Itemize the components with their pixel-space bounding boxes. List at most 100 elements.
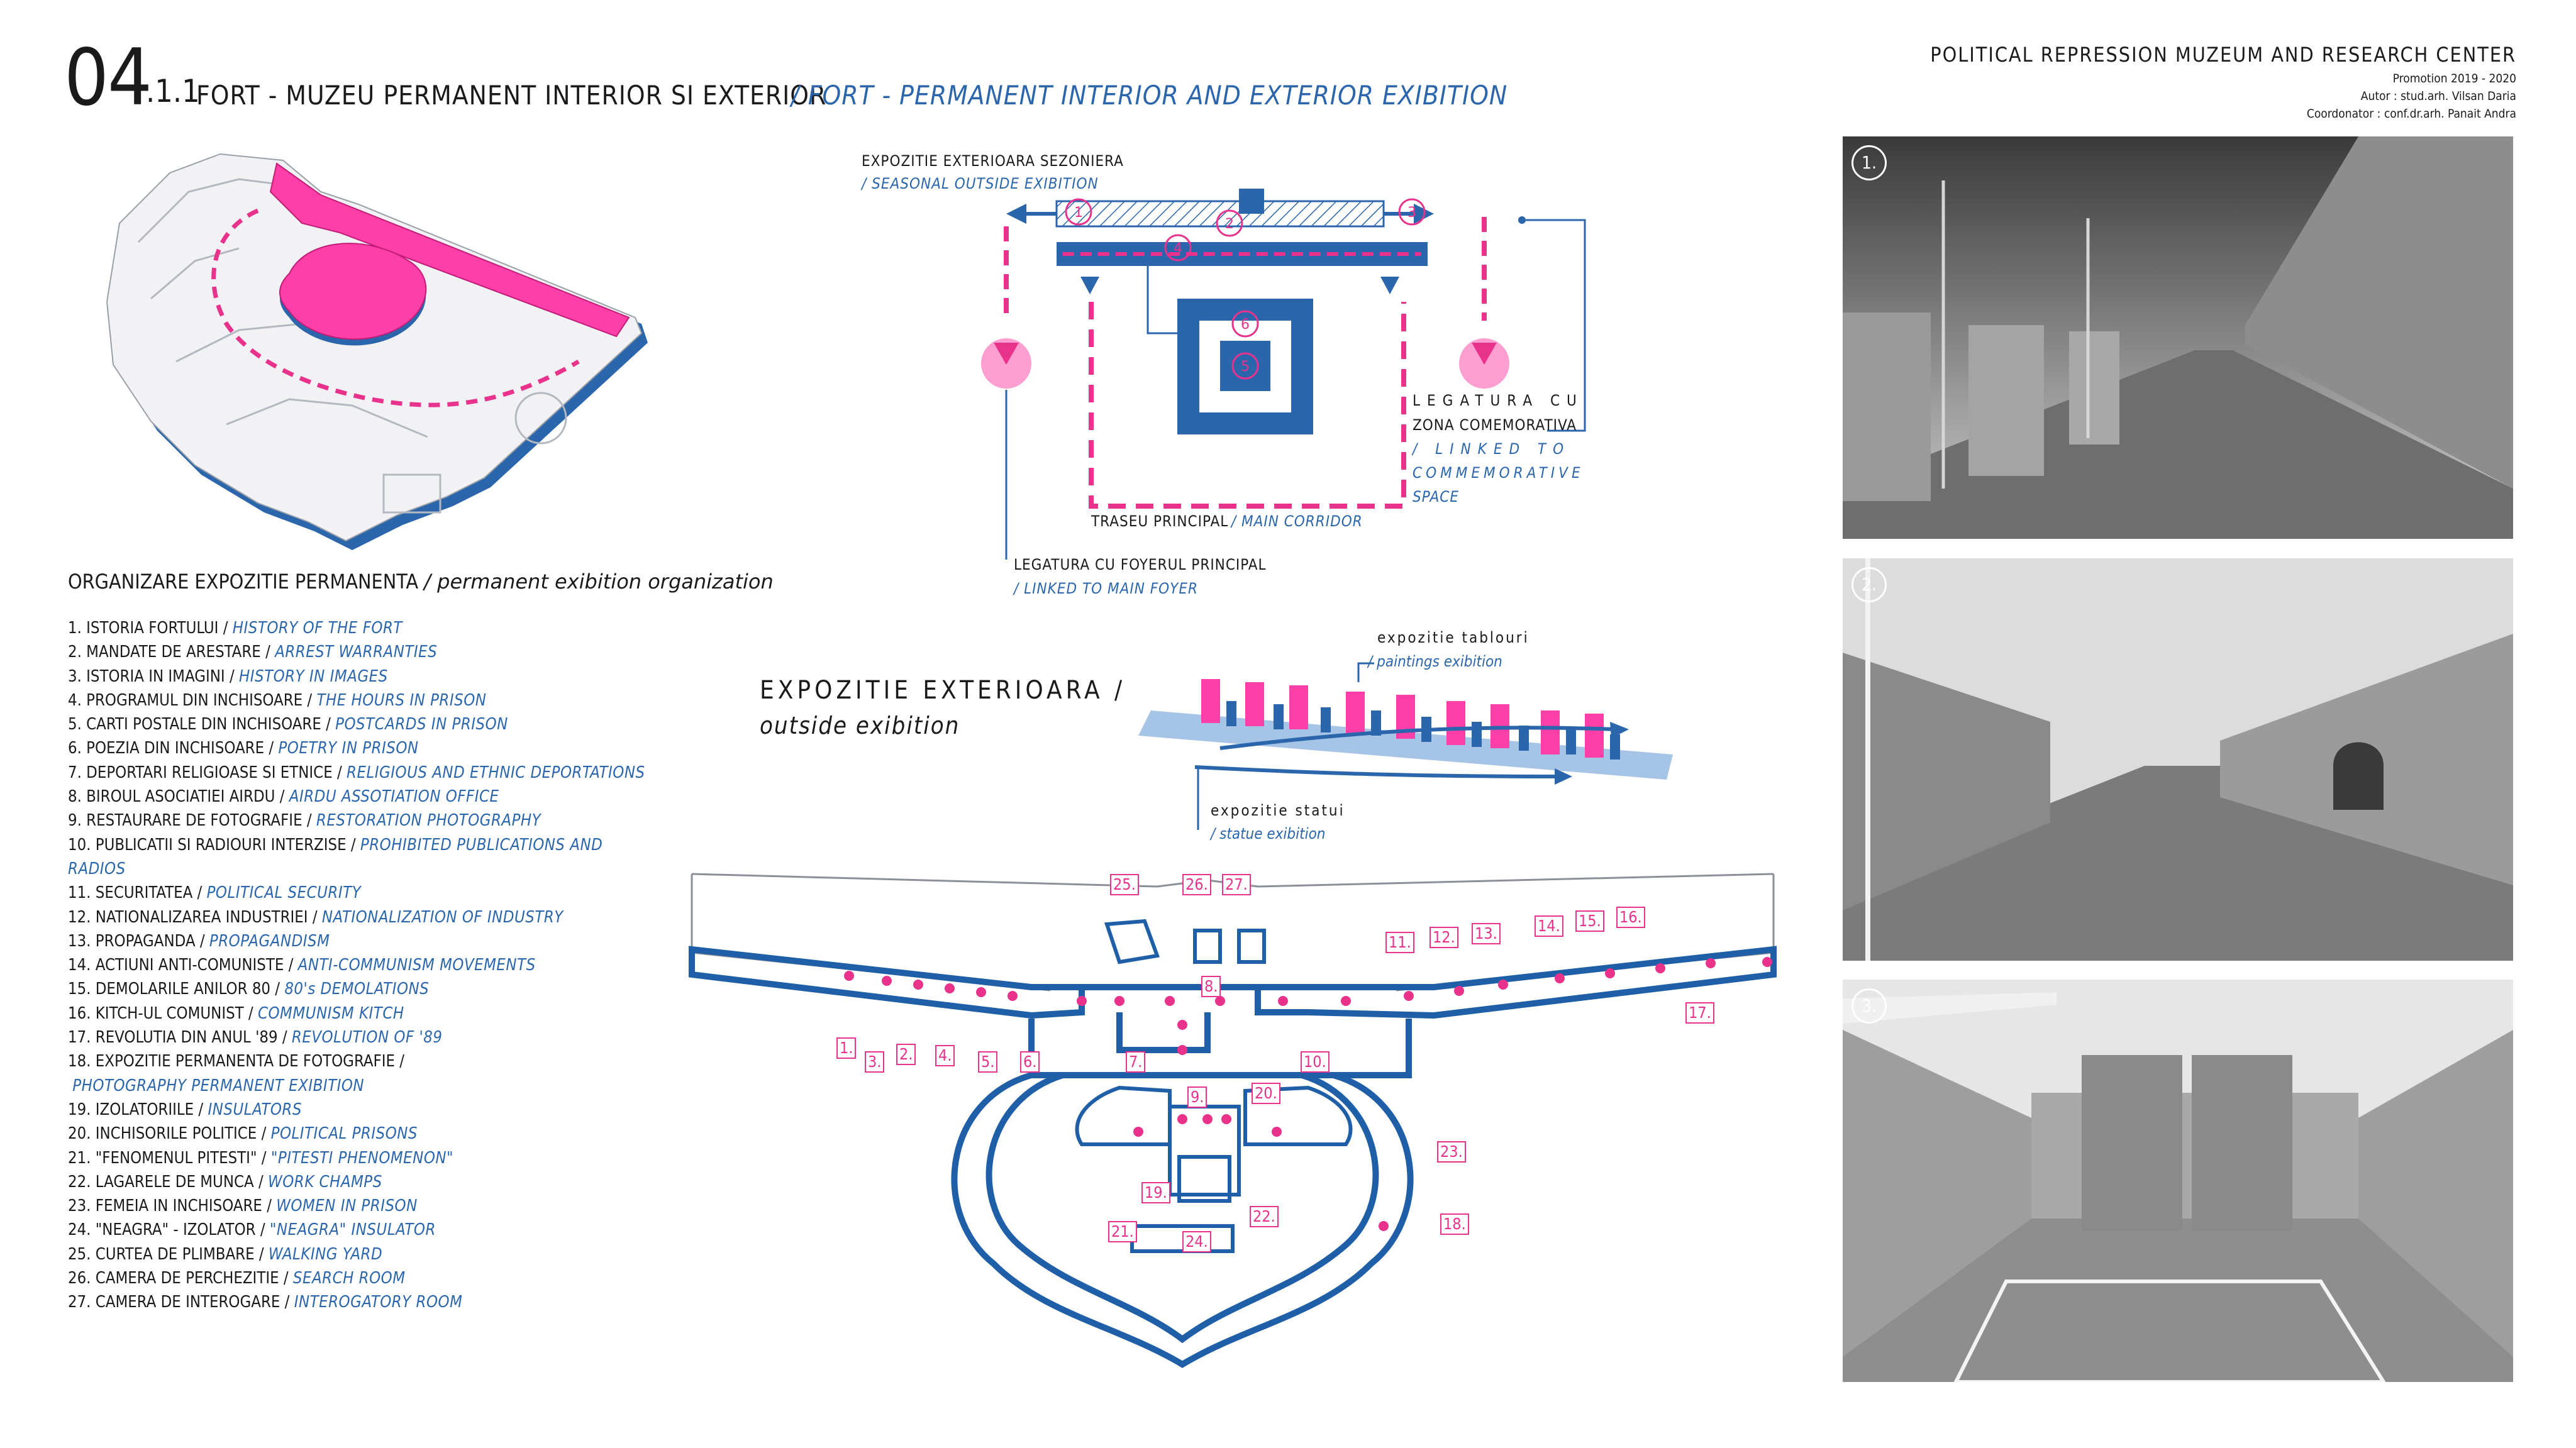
outside-title-en: outside exibition <box>760 712 960 739</box>
list-item: 4. PROGRAMUL DIN INCHISOARE / THE HOURS … <box>68 690 487 710</box>
seasonal-label-en: / SEASONAL OUTSIDE EXIBITION <box>862 175 1099 192</box>
list-item: 17. REVOLUTIA DIN ANUL '89 / REVOLUTION … <box>68 1028 443 1047</box>
list-item: 23. FEMEIA IN INCHISOARE / WOMEN IN PRIS… <box>68 1197 418 1216</box>
list-item: 8. BIROUL ASOCIATIEI AIRDU / AIRDU ASSOT… <box>68 787 499 807</box>
list-item: 10. PUBLICATII SI RADIOURI INTERZISE / P… <box>68 835 603 878</box>
circle-label: 3 <box>1407 205 1416 221</box>
list-item: 13. PROPAGANDA / PROPAGANDISM <box>68 931 330 951</box>
outside-exhibition-diagram <box>1138 662 1673 830</box>
list-item: 3. ISTORIA IN IMAGINI / HISTORY IN IMAGE… <box>68 666 388 686</box>
memorial-label-en-2: COMMEMORATIVE <box>1413 464 1584 482</box>
statues-label-en: / statue exibition <box>1211 825 1326 843</box>
foyer-label-ro: LEGATURA CU FOYERUL PRINCIPAL <box>1014 556 1267 573</box>
floor-plan <box>689 873 1777 1368</box>
plan-label: 23. <box>1437 1141 1466 1163</box>
plan-label: 1. <box>836 1037 857 1059</box>
circle-label: 5 <box>1241 359 1250 375</box>
list-item: 7. DEPORTARI RELIGIOASE SI ETNICE / RELI… <box>68 763 645 782</box>
list-item: 11. SECURITATEA / POLITICAL SECURITY <box>68 883 362 903</box>
render-photo-3: 3. <box>1843 980 2513 1382</box>
plan-label: 13. <box>1472 923 1501 944</box>
photo-number: 3. <box>1852 988 1887 1024</box>
exhibit-list: 1. ISTORIA FORTULUI / HISTORY OF THE FOR… <box>68 616 653 1315</box>
list-item: 27. CAMERA DE INTEROGARE / INTEROGATORY … <box>68 1293 463 1312</box>
list-item: 18. EXPOZITIE PERMANENTA DE FOTOGRAFIE /… <box>68 1052 405 1095</box>
plan-label: 22. <box>1250 1206 1279 1227</box>
axonometric-view <box>106 153 648 550</box>
plan-label: 17. <box>1685 1002 1714 1024</box>
plan-label: 25. <box>1110 874 1139 895</box>
plan-label: 18. <box>1440 1213 1469 1235</box>
plan-label: 26. <box>1182 874 1211 895</box>
organization-title-en: / permanent exibition organization <box>424 570 774 594</box>
list-item: 16. KITCH-UL COMUNIST / COMMUNISM KITCH <box>68 1003 404 1023</box>
paintings-label-en: / paintings exibition <box>1368 653 1502 670</box>
plan-label: 15. <box>1575 910 1604 932</box>
seasonal-label-ro: EXPOZITIE EXTERIOARA SEZONIERA <box>862 152 1124 170</box>
promotion-text: Promotion 2019 - 2020 <box>2392 72 2516 86</box>
foyer-label-en: / LINKED TO MAIN FOYER <box>1014 580 1198 597</box>
render-photo-2: 2. <box>1843 558 2513 961</box>
photo-number: 1. <box>1852 145 1887 180</box>
project-title: POLITICAL REPRESSION MUZEUM AND RESEARCH… <box>1930 43 2516 67</box>
list-item: 1. ISTORIA FORTULUI / HISTORY OF THE FOR… <box>68 619 402 638</box>
plan-label: 7. <box>1126 1051 1146 1073</box>
organization-title-ro: ORGANIZARE EXPOZITIE PERMANENTA <box>68 570 419 594</box>
outside-title-ro: EXPOZITIE EXTERIOARA / <box>760 676 1126 705</box>
list-item: 14. ACTIUNI ANTI-COMUNISTE / ANTI-COMMUN… <box>68 956 536 975</box>
render-photo-1: 1. <box>1843 136 2513 539</box>
circle-label: 4 <box>1174 241 1182 257</box>
plan-label: 10. <box>1301 1051 1330 1073</box>
list-item: 21. "FENOMENUL PITESTI" / "PITESTI PHENO… <box>68 1148 454 1168</box>
statues-label-ro: expozitie statui <box>1211 802 1345 819</box>
plan-label: 11. <box>1385 932 1414 953</box>
memorial-label-en-3: SPACE <box>1413 488 1460 506</box>
sheet-number: 04 <box>64 33 152 123</box>
plan-label: 8. <box>1201 976 1221 997</box>
memorial-label-ro-2: ZONA COMEMORATIVA <box>1413 416 1577 434</box>
plan-label: 16. <box>1616 907 1645 928</box>
list-item: 6. POEZIA DIN INCHISOARE / POETRY IN PRI… <box>68 739 419 758</box>
plan-label: 3. <box>865 1051 885 1073</box>
plan-label: 19. <box>1141 1182 1170 1203</box>
plan-label: 20. <box>1252 1083 1280 1104</box>
plan-label: 6. <box>1020 1051 1040 1073</box>
paintings-label-ro: expozitie tablouri <box>1377 629 1530 646</box>
coordinator-text: Coordonator : conf.dr.arh. Panait Andra <box>2306 107 2516 121</box>
plan-label: 21. <box>1108 1221 1137 1242</box>
list-item: 15. DEMOLARILE ANILOR 80 / 80's DEMOLATI… <box>68 980 430 999</box>
main-corridor-label: TRASEU PRINCIPAL / MAIN CORRIDOR <box>1091 512 1363 530</box>
plan-label: 5. <box>978 1051 998 1073</box>
plan-label: 2. <box>896 1044 916 1065</box>
author-text: Autor : stud.arh. Vilsan Daria <box>2360 89 2516 103</box>
list-item: 9. RESTAURARE DE FOTOGRAFIE / RESTORATIO… <box>68 811 541 831</box>
plan-label: 4. <box>935 1045 955 1066</box>
list-item: 12. NATIONALIZAREA INDUSTRIEI / NATIONAL… <box>68 907 564 927</box>
list-item: 25. CURTEA DE PLIMBARE / WALKING YARD <box>68 1244 383 1264</box>
sheet-title-ro: FORT - MUZEU PERMANENT INTERIOR SI EXTER… <box>196 80 827 111</box>
circle-label: 6 <box>1241 317 1250 333</box>
arrow-left-icon <box>1006 204 1026 224</box>
organization-heading: ORGANIZARE EXPOZITIE PERMANENTA / perman… <box>68 570 774 594</box>
sheet-title-en: / FORT - PERMANENT INTERIOR AND EXTERIOR… <box>791 80 1508 111</box>
list-item: 2. MANDATE DE ARESTARE / ARREST WARRANTI… <box>68 643 438 662</box>
plan-label: 14. <box>1535 915 1563 937</box>
list-item: 22. LAGARELE DE MUNCA / WORK CHAMPS <box>68 1172 382 1191</box>
arrow-down-icon <box>1080 277 1099 294</box>
circle-label: 2 <box>1225 216 1234 232</box>
memorial-label-en-1: / LINKED TO <box>1413 440 1571 458</box>
plan-label: 9. <box>1187 1086 1208 1108</box>
list-item: 20. INCHISORILE POLITICE / POLITICAL PRI… <box>68 1124 418 1144</box>
plan-label: 12. <box>1430 927 1458 948</box>
circulation-diagram: 1 2 3 4 5 6 <box>981 189 1586 560</box>
photo-number: 2. <box>1852 567 1887 602</box>
circle-label: 1 <box>1074 205 1083 221</box>
list-item: 19. IZOLATORIILE / INSULATORS <box>68 1100 302 1119</box>
list-item: 26. CAMERA DE PERCHEZITIE / SEARCH ROOM <box>68 1269 406 1288</box>
plan-label: 27. <box>1222 874 1251 895</box>
memorial-label-ro-1: LEGATURA CU <box>1413 392 1584 409</box>
list-item: 5. CARTI POSTALE DIN INCHISOARE / POSTCA… <box>68 715 508 734</box>
sheet-subnumber: .1.1 <box>146 73 200 109</box>
plan-label: 24. <box>1182 1231 1211 1252</box>
list-item: 24. "NEAGRA" - IZOLATOR / "NEAGRA" INSUL… <box>68 1220 436 1240</box>
